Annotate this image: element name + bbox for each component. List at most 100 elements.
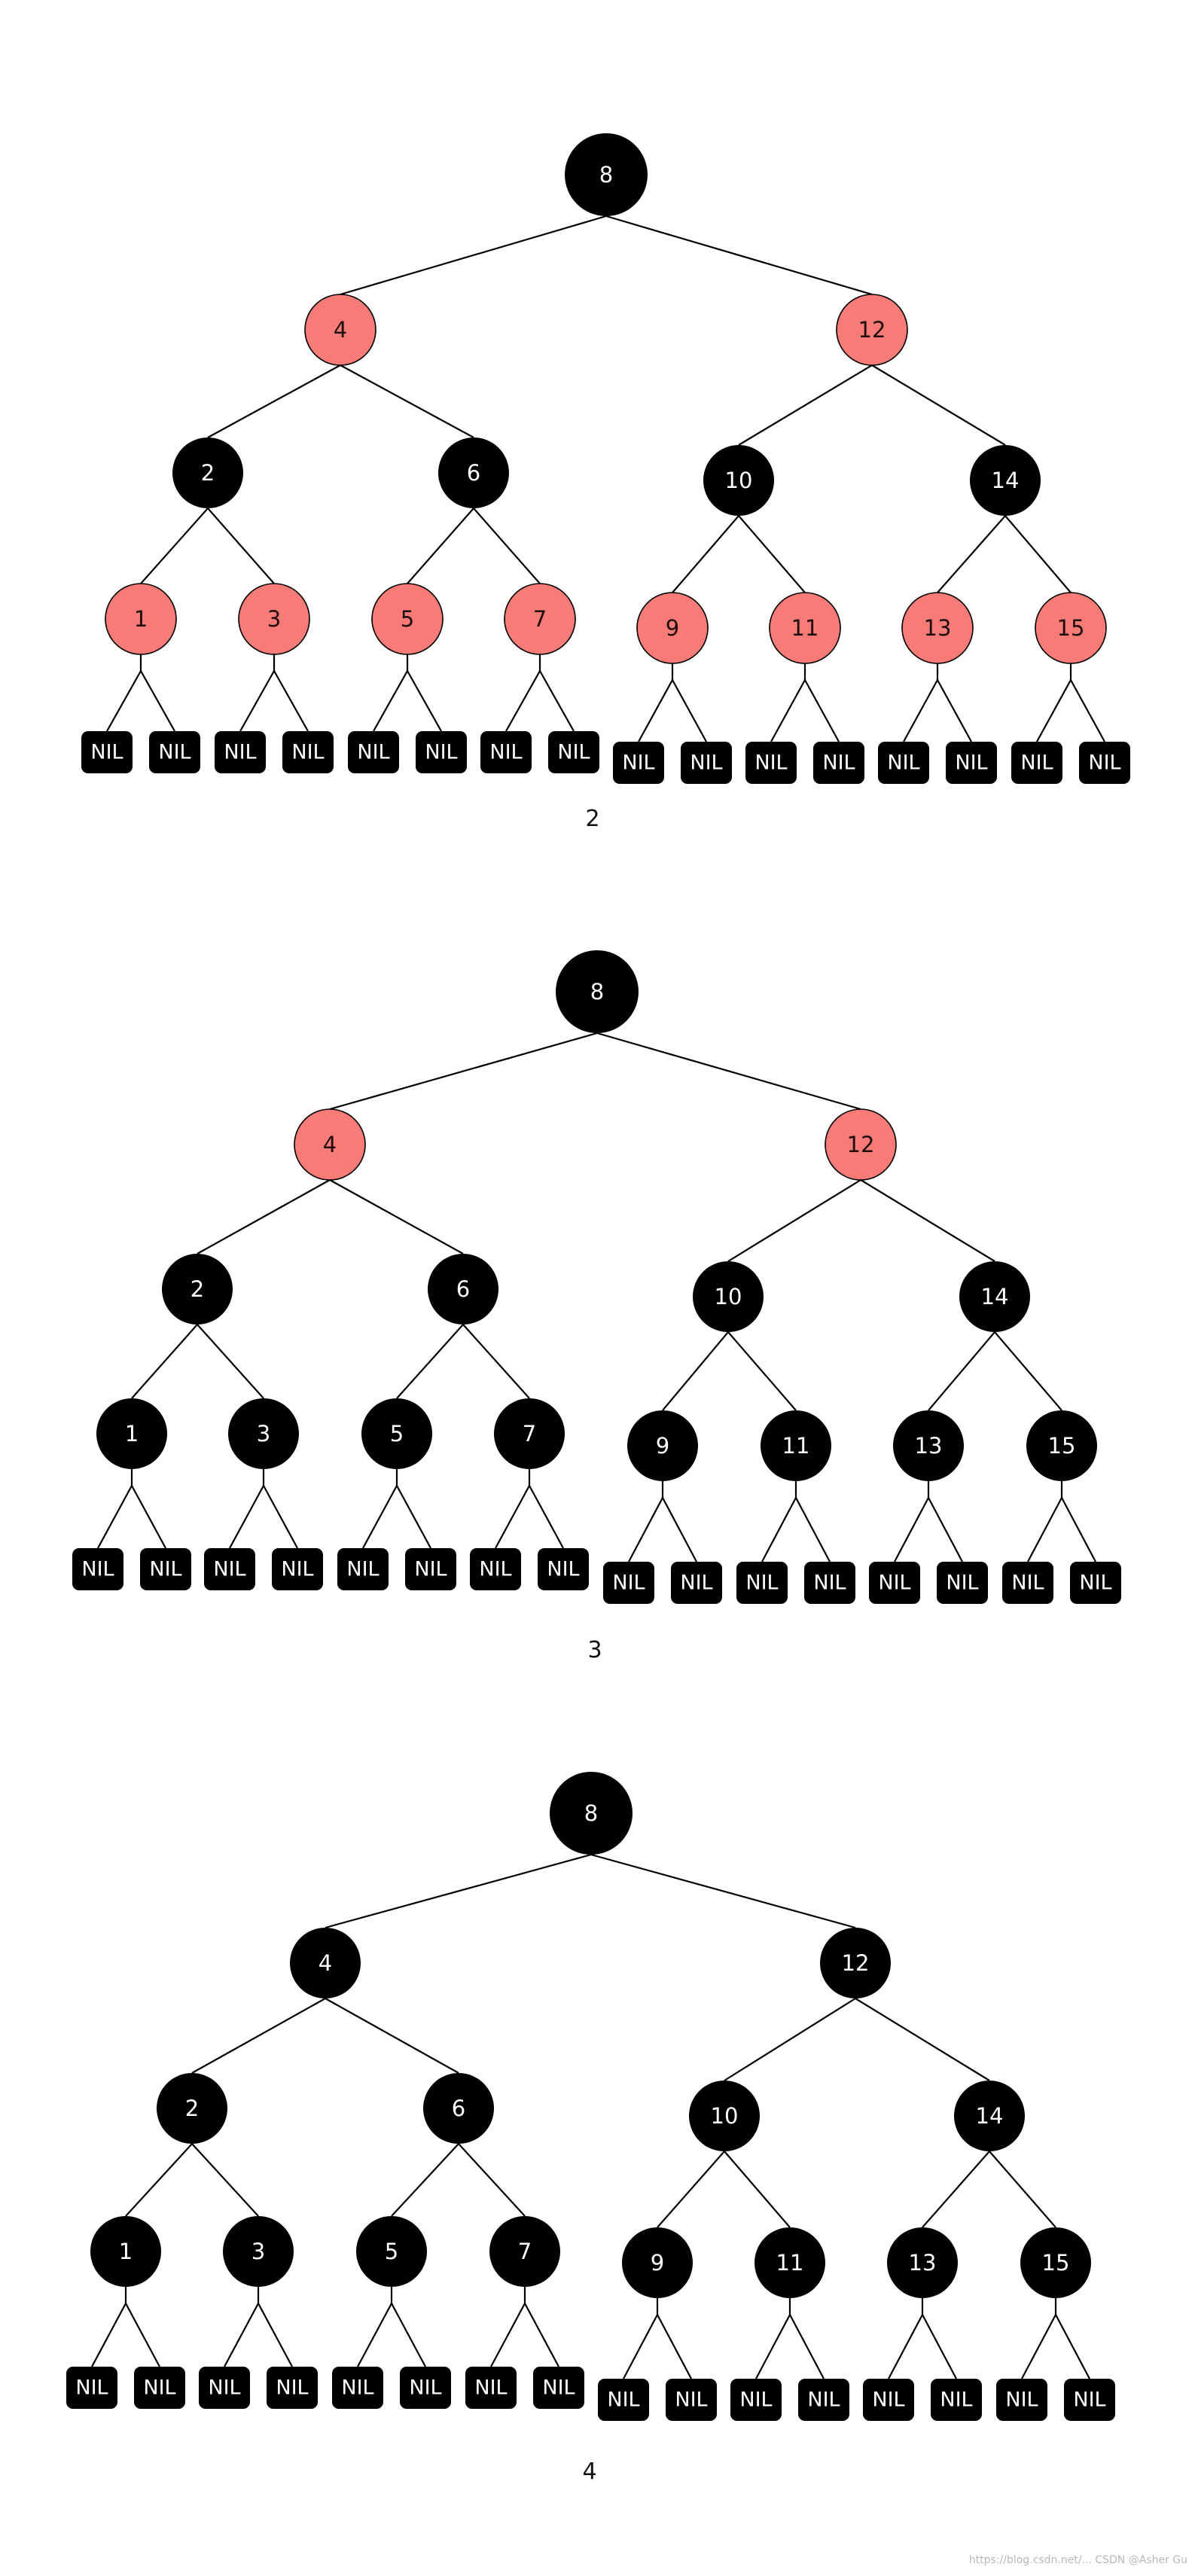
tree-edge <box>623 2314 658 2379</box>
tree-edge <box>524 2303 559 2367</box>
tree-edge <box>191 2143 259 2217</box>
nil-leaf: NIL <box>869 1562 920 1604</box>
black-node-circle <box>556 950 639 1033</box>
tree-edge <box>473 508 541 584</box>
nil-leaf: NIL <box>337 1548 389 1590</box>
nil-leaf-box <box>996 2379 1047 2421</box>
tree-node-14: 14 <box>959 1261 1030 1332</box>
nil-leaf-label: NIL <box>955 751 987 775</box>
node-key-label: 6 <box>456 1276 470 1302</box>
nil-leaf-box <box>272 1548 323 1590</box>
node-key-label: 1 <box>134 606 148 632</box>
nil-leaf: NIL <box>400 2367 451 2409</box>
tree-edge <box>1004 515 1072 593</box>
tree-node-11: 11 <box>769 592 841 664</box>
nil-leaf-label: NIL <box>622 751 654 775</box>
red-node-circle <box>836 294 908 366</box>
nil-leaf-label: NIL <box>675 2389 707 2412</box>
tree-edge <box>1021 2314 1056 2379</box>
tree-node-9: 9 <box>622 2227 693 2298</box>
nil-leaf-box <box>538 1548 589 1590</box>
tree-node-12: 12 <box>820 1928 891 1998</box>
watermark: https://blog.csdn.net/... CSDN @Asher Gu <box>968 2554 1187 2566</box>
tree-edge <box>804 679 840 742</box>
tree-edge <box>258 2303 293 2367</box>
tree-edge <box>325 1853 592 1929</box>
tree-edge <box>994 1331 1062 1411</box>
tree-edge <box>263 1485 298 1549</box>
node-key-label: 3 <box>257 1421 270 1447</box>
nil-leaf-box <box>470 1548 521 1590</box>
nil-leaf-box <box>480 731 532 773</box>
black-node-circle <box>90 2216 161 2287</box>
black-node-circle <box>893 1410 964 1481</box>
node-key-label: 15 <box>1048 1433 1076 1459</box>
nil-leaf-label: NIL <box>341 2376 373 2400</box>
nil-leaf-box <box>736 1562 788 1604</box>
tree-caption: 4 <box>582 2459 596 2485</box>
node-key-label: 9 <box>666 615 679 641</box>
tree-edge <box>325 1998 459 2074</box>
nil-leaf: NIL <box>813 742 864 784</box>
nil-leaf: NIL <box>613 742 664 784</box>
tree-edge <box>490 2303 526 2367</box>
nil-leaf: NIL <box>465 2367 517 2409</box>
tree-edge <box>224 2303 259 2367</box>
red-node-circle <box>1035 592 1107 664</box>
node-key-label: 12 <box>858 317 886 343</box>
nil-leaf: NIL <box>405 1548 456 1590</box>
node-key-label: 3 <box>267 606 281 632</box>
black-node-circle <box>361 1398 432 1469</box>
tree-edge <box>672 679 707 742</box>
tree-node-13: 13 <box>887 2227 958 2298</box>
tree-node-3: 3 <box>223 2216 294 2287</box>
tree-edge <box>727 1331 797 1411</box>
tree-node-2: 2 <box>157 2073 227 2144</box>
tree-edge <box>229 1485 264 1549</box>
black-node-circle <box>223 2216 294 2287</box>
nil-leaf-label: NIL <box>81 1558 114 1581</box>
nil-leaf: NIL <box>1079 742 1130 784</box>
nil-leaf: NIL <box>348 731 399 773</box>
nil-leaf-label: NIL <box>357 741 389 764</box>
nil-leaf-label: NIL <box>607 2389 639 2412</box>
node-key-label: 4 <box>334 317 347 343</box>
nil-leaf: NIL <box>666 2379 717 2421</box>
tree-edge <box>989 2151 1056 2228</box>
nil-leaf-label: NIL <box>425 741 457 764</box>
tree-edge <box>738 515 806 593</box>
node-key-label: 14 <box>992 468 1020 493</box>
black-node-circle <box>290 1928 361 1998</box>
node-key-label: 7 <box>518 2239 532 2264</box>
red-node-circle <box>238 583 310 655</box>
tree-edge <box>97 1485 133 1549</box>
nil-leaf-label: NIL <box>872 2389 904 2412</box>
tree-node-5: 5 <box>371 583 444 655</box>
tree-node-4: 4 <box>290 1928 361 1998</box>
node-key-label: 4 <box>323 1132 337 1157</box>
nil-leaf-box <box>149 731 200 773</box>
tree-edge <box>628 1497 663 1562</box>
nil-leaf-label: NIL <box>208 2376 240 2400</box>
nil-leaf: NIL <box>745 742 797 784</box>
nil-leaf-box <box>533 2367 584 2409</box>
nil-leaf-label: NIL <box>822 751 855 775</box>
tree-node-4: 4 <box>304 294 376 366</box>
node-key-label: 5 <box>385 2239 398 2264</box>
nil-leaf-label: NIL <box>547 1558 579 1581</box>
node-key-label: 1 <box>125 1421 139 1447</box>
tree-edge <box>672 515 739 593</box>
node-key-label: 7 <box>523 1421 536 1447</box>
tree-edge <box>928 1497 963 1562</box>
nil-leaf-label: NIL <box>739 2389 772 2412</box>
black-node-circle <box>423 2073 494 2144</box>
node-key-label: 6 <box>452 2096 465 2121</box>
tree-edge <box>903 679 938 742</box>
tree-node-10: 10 <box>693 1261 764 1332</box>
nil-leaf-box <box>332 2367 383 2409</box>
tree-edge <box>340 215 607 296</box>
nil-leaf: NIL <box>332 2367 383 2409</box>
